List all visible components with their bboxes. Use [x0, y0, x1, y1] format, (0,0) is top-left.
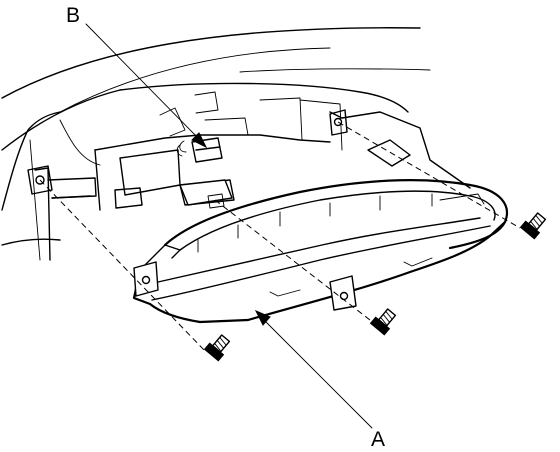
dashboard-outline	[1, 27, 431, 261]
callout-b-label: B	[66, 4, 80, 27]
screw-icon	[519, 212, 547, 240]
callout-a-leader	[254, 310, 373, 429]
lower-connector	[179, 179, 233, 209]
dashboard-cavity	[34, 91, 471, 261]
callout-a-label: A	[371, 428, 385, 451]
gauge-assembly	[132, 179, 508, 324]
alignment-lines	[39, 121, 521, 353]
screw-icon	[203, 334, 231, 362]
callout-b-leader	[85, 23, 208, 149]
screw-icon	[369, 308, 397, 336]
